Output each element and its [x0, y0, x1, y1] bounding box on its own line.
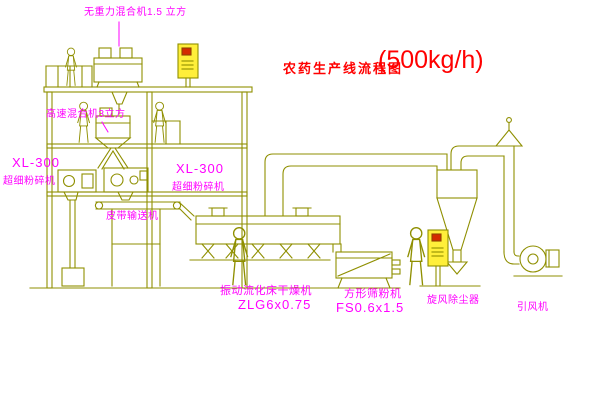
high-speed-mixer [94, 107, 132, 170]
worker-figure [407, 227, 426, 286]
square-sieve [329, 251, 401, 289]
fluid-bed-dryer [189, 207, 342, 261]
label-mill-center-model: XL-300 [176, 161, 224, 176]
label-belt-conveyor: 皮带输送机 [106, 211, 159, 222]
worker-figure [65, 47, 77, 86]
label-mill-center-name: 超细粉碎机 [172, 182, 225, 193]
label-sieve-model: FS0.6x1.5 [336, 300, 405, 315]
label-dryer-model: ZLG6x0.75 [238, 297, 312, 312]
label-leader-lines [101, 21, 120, 133]
label-mill-left-model: XL-300 [12, 155, 60, 170]
worker-figure [230, 227, 249, 286]
mill-center [103, 167, 149, 201]
belt-conveyor [94, 201, 195, 287]
label-high-speed-mixer: 高速混合机3立方 [46, 109, 126, 120]
mill-left [57, 169, 97, 287]
induced-draft-fan [513, 245, 563, 277]
control-panel-upper [177, 43, 199, 88]
page-title-capacity: (500kg/h) [378, 46, 484, 74]
label-dryer-name: 振动流化床干燥机 [220, 285, 312, 297]
label-fan: 引风机 [517, 302, 549, 313]
label-sieve-name: 方形筛粉机 [344, 288, 402, 300]
control-panel-lower [419, 229, 481, 287]
page-title: 农药生产线流程图 [283, 61, 404, 76]
platform-structure [29, 65, 333, 289]
label-cyclone: 旋风除尘器 [427, 295, 480, 306]
exhaust-duct [264, 153, 448, 217]
label-gravityless-mixer: 无重力混合机1.5 立方 [84, 7, 187, 18]
exhaust-stack [494, 117, 524, 265]
gravityless-mixer [93, 47, 143, 115]
label-mill-left-name: 超细粉碎机 [3, 176, 56, 187]
worker-figure [153, 101, 166, 143]
